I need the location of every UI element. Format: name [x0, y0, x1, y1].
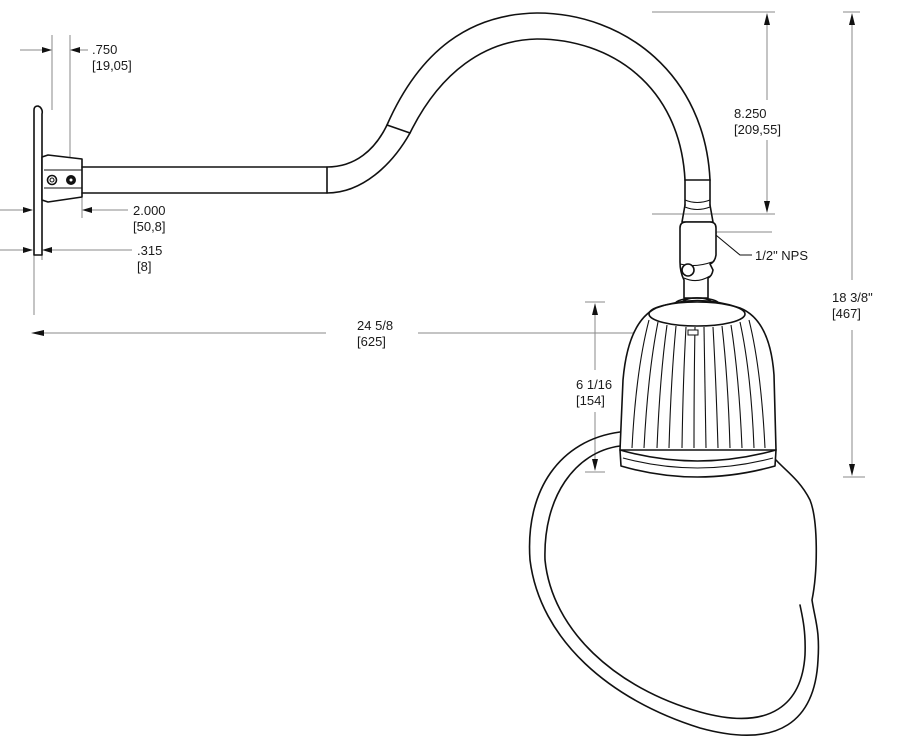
- dimension-overall-extension: 24 5/8 [625]: [357, 318, 393, 350]
- dimension-metric: [50,8]: [133, 219, 166, 234]
- dimension-imperial: .750: [92, 42, 118, 57]
- gooseneck-arm: [81, 12, 714, 223]
- dimension-lines: [0, 11, 865, 478]
- dimension-imperial: 2.000: [133, 203, 166, 218]
- dimension-backplate-offset: .750 [19,05]: [92, 42, 132, 74]
- dimension-imperial: 18 3/8": [832, 290, 873, 305]
- thread-size-label: 1/2" NPS: [755, 248, 809, 263]
- dimension-imperial: 6 1/16: [576, 377, 613, 392]
- wall-backplate: [33, 105, 83, 256]
- dimension-metric: [19,05]: [92, 58, 132, 73]
- finned-housing: [619, 299, 777, 478]
- reflector-shade: [528, 431, 820, 736]
- dimension-imperial: .315: [137, 243, 163, 258]
- dimension-overall-height: 18 3/8" [467]: [832, 290, 873, 322]
- dimension-metric: [8]: [137, 259, 152, 274]
- dimension-imperial: 24 5/8: [357, 318, 394, 333]
- dimension-arm-diameter: 2.000 [50,8]: [133, 203, 166, 235]
- dimension-metric: [625]: [357, 334, 386, 349]
- swivel-fitting: [674, 221, 720, 311]
- dimension-imperial: 8.250: [734, 106, 767, 121]
- dimension-housing-height: 6 1/16 [154]: [576, 377, 612, 409]
- dimension-thread-size: 1/2" NPS: [755, 248, 808, 264]
- dimension-backplate-thickness: .315 [8]: [137, 243, 162, 275]
- dimension-arm-rise: 8.250 [209,55]: [734, 106, 781, 138]
- dimension-metric: [154]: [576, 393, 605, 408]
- dimension-metric: [209,55]: [734, 122, 781, 137]
- dimension-metric: [467]: [832, 306, 861, 321]
